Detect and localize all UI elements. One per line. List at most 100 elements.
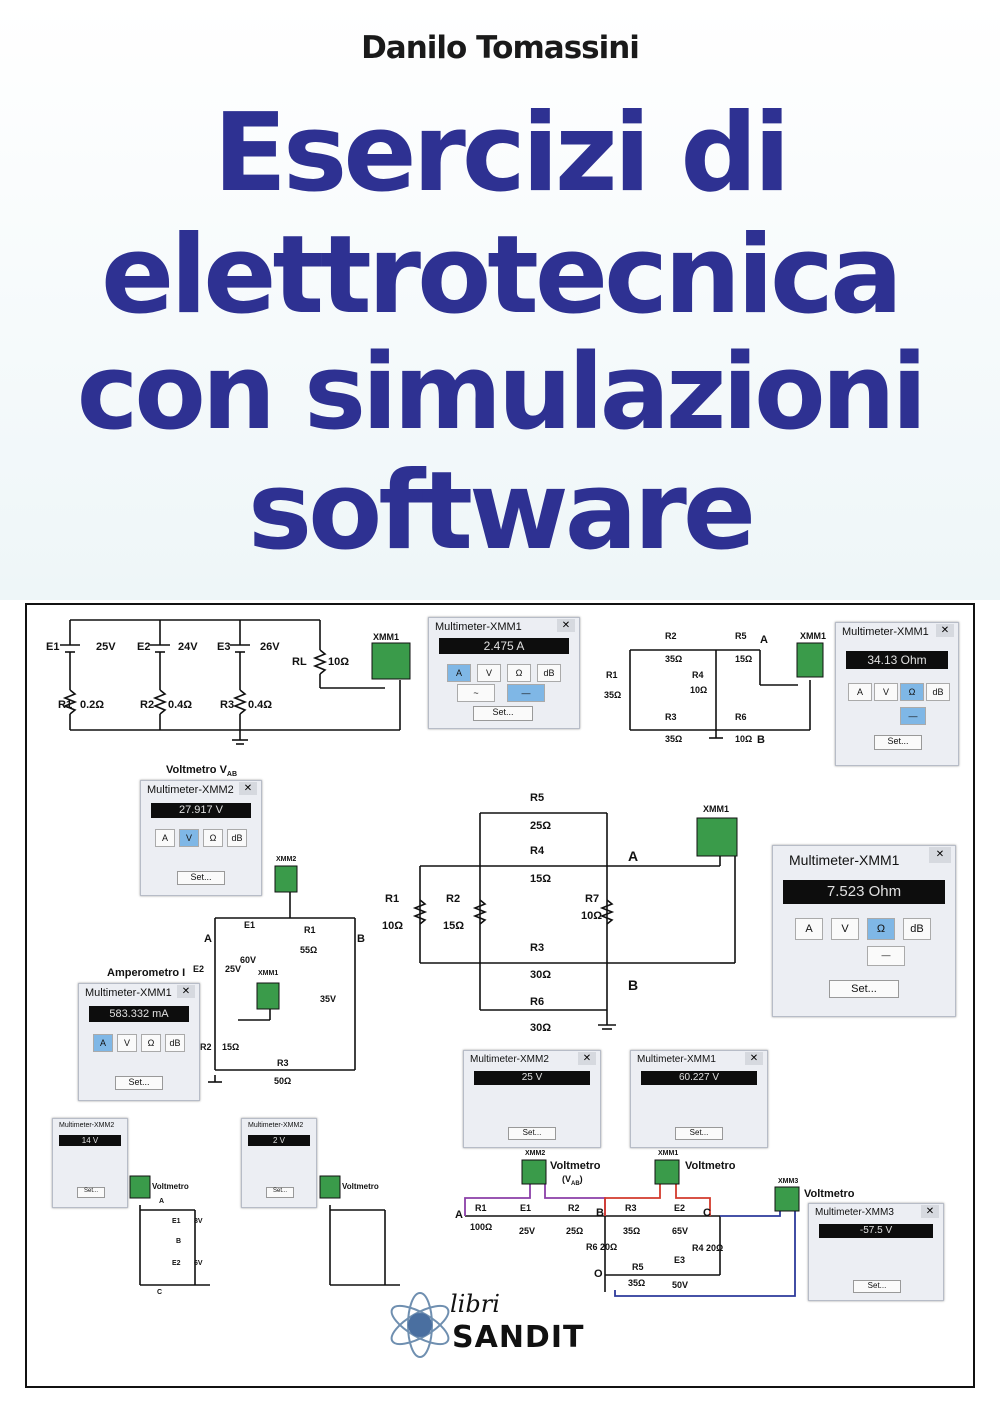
close-button[interactable]: ✕ [239, 782, 257, 795]
meter-title: Multimeter-XMM2 [147, 784, 234, 796]
c3-e3-value: 35V [320, 994, 337, 1004]
voltmeter-button[interactable]: V [179, 829, 199, 847]
meter-display: 27.917 V [151, 803, 251, 818]
c3-e2: E2 [193, 964, 205, 974]
c1-r2: R2 [140, 699, 155, 711]
c6-m2: XMM1 [658, 1150, 679, 1157]
c4-r2: R2 [446, 893, 461, 905]
c1-e2-value: 24V [178, 641, 198, 653]
c6-v3-caption: Voltmetro [804, 1188, 855, 1200]
close-button[interactable]: ✕ [929, 847, 951, 863]
ohmmeter-button[interactable]: Ω [507, 664, 531, 682]
multimeter-a[interactable]: Multimeter-XMM1 ✕ 2.475 A A V Ω dB ~ — S… [428, 617, 580, 729]
set-button[interactable]: Set... [266, 1187, 294, 1198]
dc-button[interactable]: — [507, 684, 545, 702]
c4-r6-value: 30Ω [530, 1022, 552, 1034]
ohmmeter-button[interactable]: Ω [900, 683, 924, 701]
meter-display: -57.5 V [819, 1224, 933, 1238]
c2-r2-value: 35Ω [665, 654, 683, 664]
close-button[interactable]: ✕ [936, 624, 954, 637]
set-button[interactable]: Set... [473, 706, 533, 721]
voltmeter-button[interactable]: V [831, 918, 859, 940]
c2-r4: R4 [692, 670, 704, 680]
meter-title: Multimeter-XMM3 [815, 1207, 894, 1218]
voltmeter-button[interactable]: V [117, 1034, 137, 1052]
c4-r3-value: 30Ω [530, 969, 552, 981]
c2-r1: R1 [606, 670, 618, 680]
ammeter-button[interactable]: A [848, 683, 872, 701]
ohmmeter-button[interactable]: Ω [203, 829, 223, 847]
meter-title: Multimeter-XMM1 [789, 852, 900, 868]
close-button[interactable]: ✕ [578, 1052, 596, 1065]
db-button[interactable]: dB [165, 1034, 185, 1052]
set-button[interactable]: Set... [77, 1187, 105, 1198]
c2-r2: R2 [665, 631, 677, 641]
multimeter-i[interactable]: Multimeter-XMM1 ✕ 60.227 V Set... [630, 1050, 768, 1148]
c1-r3: R3 [220, 699, 235, 711]
dc-button[interactable]: — [900, 707, 926, 725]
multimeter-b[interactable]: Multimeter-XMM1 ✕ 34.13 Ohm A V Ω dB — S… [835, 622, 959, 766]
set-button[interactable]: Set... [675, 1127, 723, 1140]
db-button[interactable]: dB [537, 664, 561, 682]
meter-display: 7.523 Ohm [783, 880, 945, 904]
c6-r3: R3 [625, 1203, 637, 1213]
set-button[interactable]: Set... [829, 980, 899, 998]
c4-r7-value: 10Ω [581, 910, 603, 922]
multimeter-g[interactable]: Multimeter-XMM2 2 V Set... [241, 1118, 317, 1208]
set-button[interactable]: Set... [177, 871, 225, 885]
multimeter-j[interactable]: Multimeter-XMM3 ✕ -57.5 V Set... [808, 1203, 944, 1301]
cover-background [0, 0, 1000, 600]
ac-button[interactable]: ~ [457, 684, 495, 702]
ammeter-button[interactable]: A [93, 1034, 113, 1052]
multimeter-h[interactable]: Multimeter-XMM2 ✕ 25 V Set... [463, 1050, 601, 1148]
c6-r2: R2 [568, 1203, 580, 1213]
set-button[interactable]: Set... [508, 1127, 556, 1140]
multimeter-f[interactable]: Multimeter-XMM2 14 V Set... [52, 1118, 128, 1208]
dc-button[interactable]: — [867, 946, 905, 966]
ohmmeter-button[interactable]: Ω [141, 1034, 161, 1052]
c5-e2: E2 [172, 1260, 181, 1267]
set-button[interactable]: Set... [874, 735, 922, 750]
ammeter-button[interactable]: A [155, 829, 175, 847]
close-button[interactable]: ✕ [557, 619, 575, 632]
multimeter-e[interactable]: Multimeter-XMM1 ✕ 7.523 Ohm A V Ω dB — S… [772, 845, 956, 1017]
set-button[interactable]: Set... [853, 1280, 901, 1293]
c4-r7: R7 [585, 893, 600, 905]
c6-node-b: B [596, 1207, 604, 1219]
c3-e2-value: 25V [225, 964, 242, 974]
db-button[interactable]: dB [926, 683, 950, 701]
c5-e1: E1 [172, 1218, 181, 1225]
c2-r4-value: 10Ω [690, 685, 708, 695]
ammeter-button[interactable]: A [795, 918, 823, 940]
c6-e2-value: 65V [672, 1226, 689, 1236]
set-button[interactable]: Set... [115, 1076, 163, 1090]
close-button[interactable]: ✕ [745, 1052, 763, 1065]
c5-node-c: C [157, 1289, 163, 1296]
voltmeter-button[interactable]: V [874, 683, 898, 701]
c6-r1-value: 100Ω [470, 1222, 493, 1232]
title-line-3: con simulazioni [76, 331, 927, 453]
db-button[interactable]: dB [903, 918, 931, 940]
c6-r5-value: 35Ω [628, 1278, 646, 1288]
voltmeter-button[interactable]: V [477, 664, 501, 682]
multimeter-c[interactable]: Multimeter-XMM2 ✕ 27.917 V A V Ω dB Set.… [140, 780, 262, 896]
db-button[interactable]: dB [227, 829, 247, 847]
c5-e2-value: 6V [194, 1260, 203, 1267]
title-line-4: software [247, 449, 756, 574]
close-button[interactable]: ✕ [921, 1205, 939, 1218]
c3-ammeter-caption: Amperometro I [107, 967, 186, 979]
meter-display: 2.475 A [439, 638, 569, 654]
multimeter-d[interactable]: Multimeter-XMM1 ✕ 583.332 mA A V Ω dB Se… [78, 983, 200, 1101]
c6-node-a: A [455, 1209, 463, 1221]
c3-r3-value: 50Ω [274, 1076, 292, 1086]
ohmmeter-button[interactable]: Ω [867, 918, 895, 940]
c1-e3-value: 26V [260, 641, 280, 653]
c5-node-a: A [159, 1198, 165, 1205]
meter-title: Multimeter-XMM2 [248, 1122, 304, 1129]
c2-node-b: B [757, 734, 765, 746]
close-button[interactable]: ✕ [177, 985, 195, 998]
c6-m1: XMM2 [525, 1150, 546, 1157]
c4-r6: R6 [530, 996, 545, 1008]
c6-node-c: C [703, 1207, 711, 1219]
ammeter-button[interactable]: A [447, 664, 471, 682]
